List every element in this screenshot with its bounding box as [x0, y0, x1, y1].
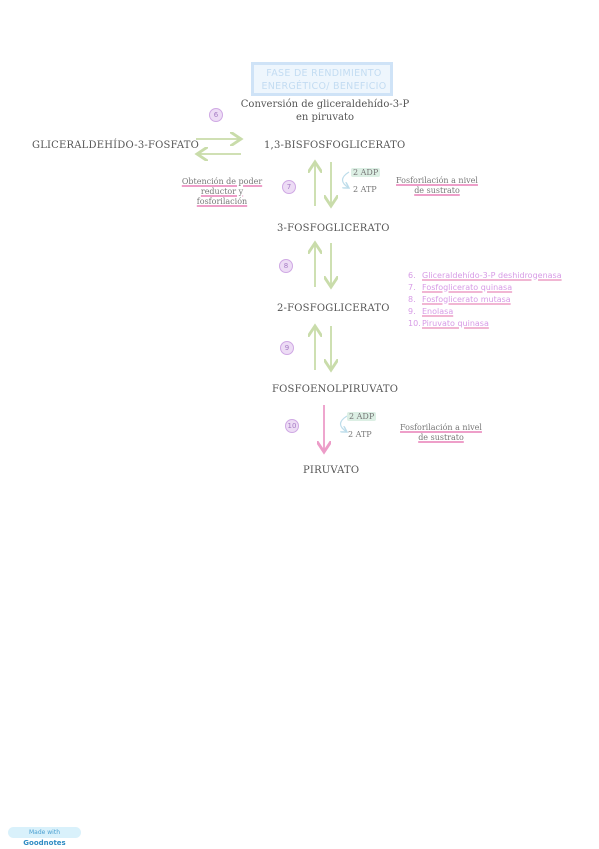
step-7-badge: 7 — [282, 180, 296, 194]
cofactor-adp-step7: 2 ADP — [351, 168, 381, 177]
subtitle-line-1: Conversión de gliceraldehído-3-P — [240, 99, 410, 110]
enzyme-7: 7.Fosfoglicerato quinasa — [408, 283, 513, 292]
enzyme-legend: 6.Gliceraldehído-3-P deshidrogenasa 7.Fo… — [408, 270, 562, 330]
enzyme-8: 8.Fosfoglicerato mutasa — [408, 295, 511, 304]
enzyme-6: 6.Gliceraldehído-3-P deshidrogenasa — [408, 271, 562, 280]
title-box — [251, 62, 393, 96]
arrow-step-7 — [315, 162, 349, 206]
diagram-title: FASE DE RENDIMIENTO ENERGÉTICO/ BENEFICI… — [254, 67, 394, 93]
note-reducing-power: Obtención de poder reductor y fosforilac… — [181, 177, 263, 206]
cofactor-atp-step10: 2 ATP — [348, 430, 372, 439]
note-substrate-phosphorylation-1: Fosforilación a nivel de sustrato — [396, 176, 478, 195]
compound-pyruvate: PIRUVATO — [303, 465, 360, 476]
enzyme-10: 10.Piruvato quinasa — [408, 319, 489, 328]
step-8-badge: 8 — [279, 259, 293, 273]
arrow-step-6 — [196, 139, 241, 154]
compound-2pg: 2-FOSFOGLICERATO — [277, 303, 390, 314]
arrow-step-8 — [315, 243, 331, 287]
compound-bpg: 1,3-BISFOSFOGLICERATO — [264, 140, 406, 151]
arrow-step-10 — [324, 405, 347, 452]
arrow-step-9 — [315, 326, 331, 370]
cofactor-adp-step10: 2 ADP — [347, 412, 377, 421]
compound-3pg: 3-FOSFOGLICERATO — [277, 223, 390, 234]
compound-pep: FOSFOENOLPIRUVATO — [272, 384, 399, 395]
title-line-1: FASE DE RENDIMIENTO — [266, 68, 382, 79]
subtitle-line-2: en piruvato — [295, 112, 354, 123]
enzyme-9: 9.Enolasa — [408, 307, 454, 316]
step-10-badge: 10 — [285, 419, 299, 433]
compound-g3p: GLICERALDEHÍDO-3-FOSFATO — [32, 140, 200, 151]
goodnotes-badge: Made with Goodnotes — [8, 827, 81, 847]
cofactor-atp-step7: 2 ATP — [353, 185, 377, 194]
step-6-badge: 6 — [209, 108, 223, 122]
diagram-subtitle: Conversión de gliceraldehído-3-P en piru… — [240, 98, 410, 124]
title-line-2: ENERGÉTICO/ BENEFICIO — [261, 81, 387, 92]
note-substrate-phosphorylation-2: Fosforilación a nivel de sustrato — [400, 423, 482, 442]
step-9-badge: 9 — [280, 341, 294, 355]
